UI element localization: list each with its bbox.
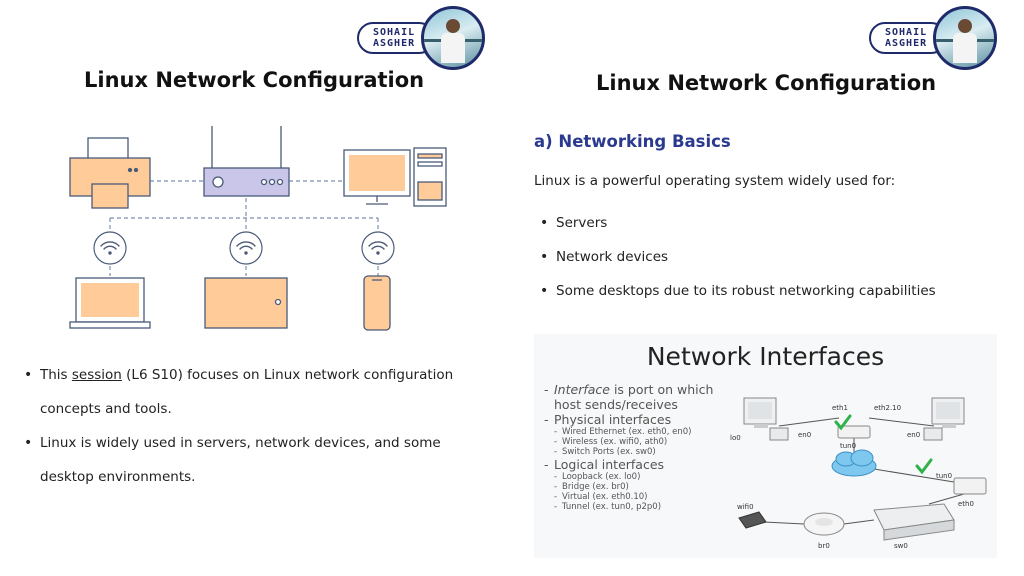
right-bullet-list: Servers Network devices Some desktops du…: [540, 206, 936, 308]
image-title: Network Interfaces: [646, 342, 885, 371]
network-illustration: [69, 126, 447, 331]
author-badge: SOHAIL ASGHER: [357, 6, 486, 70]
group-item: Tunnel (ex. tun0, p2p0): [544, 502, 734, 512]
list-item: Some desktops due to its robust networki…: [540, 274, 936, 308]
left-slide: SOHAIL ASGHER Linux Network Configuratio…: [0, 0, 512, 576]
router-icon: [953, 477, 987, 495]
label-en0-right: en0: [907, 431, 920, 439]
author-first-name: SOHAIL: [373, 27, 416, 38]
label-eth1: eth1: [832, 404, 848, 412]
author-last-name: ASGHER: [373, 38, 416, 49]
interface-definition: Interface is port on which host sends/re…: [544, 382, 734, 412]
group-item: Virtual (ex. eth0.10): [544, 492, 734, 502]
tablet-icon: [204, 277, 288, 329]
list-item: Network devices: [540, 240, 936, 274]
label-br0: br0: [818, 542, 830, 550]
label-en0-left: en0: [798, 431, 811, 439]
slide-title: Linux Network Configuration: [596, 71, 937, 95]
label-tun0-top: tun0: [840, 442, 856, 450]
avatar: [933, 6, 998, 70]
section-heading: a) Networking Basics: [534, 132, 731, 151]
group-item: Wired Ethernet (ex. eth0, en0): [544, 427, 734, 437]
author-first-name: SOHAIL: [885, 27, 928, 38]
laptop-icon: [69, 277, 151, 329]
left-bullet-list: This session (L6 S10) focuses on Linux n…: [24, 358, 494, 494]
interface-types-list: Interface is port on which host sends/re…: [544, 382, 734, 512]
router-icon: [203, 126, 290, 197]
group-item: Switch Ports (ex. sw0): [544, 447, 734, 457]
list-item: Servers: [540, 206, 936, 240]
slide-title: Linux Network Configuration: [84, 68, 425, 92]
label-eth2-10: eth2.10: [874, 404, 901, 412]
intro-text: Linux is a powerful operating system wid…: [534, 173, 896, 189]
session-link[interactable]: session: [71, 367, 122, 383]
label-sw0: sw0: [894, 542, 908, 550]
workstation-icon: [923, 397, 965, 441]
group-heading: Logical interfaces: [544, 457, 734, 472]
author-last-name: ASGHER: [885, 38, 928, 49]
right-slide: SOHAIL ASGHER Linux Network Configuratio…: [512, 0, 1024, 576]
switch-icon: [873, 503, 955, 541]
desktop-computer-icon: [343, 147, 447, 207]
wifi-card-icon: [738, 511, 767, 529]
wifi-icon: [93, 231, 395, 265]
access-point-icon: [803, 512, 845, 536]
network-interfaces-diagram: eth1 eth2.10 lo0 en0 en0 tun0 tun0 eth0 …: [730, 397, 987, 550]
group-item: Loopback (ex. lo0): [544, 472, 734, 482]
group-item: Bridge (ex. br0): [544, 482, 734, 492]
list-item: Linux is widely used in servers, network…: [24, 426, 494, 494]
group-heading: Physical interfaces: [544, 412, 734, 427]
author-badge: SOHAIL ASGHER: [869, 6, 998, 70]
cloud-icon: [831, 449, 877, 477]
check-icon: [834, 414, 933, 475]
label-lo0: lo0: [730, 434, 741, 442]
list-item: This session (L6 S10) focuses on Linux n…: [24, 358, 494, 426]
group-item: Wireless (ex. wifi0, ath0): [544, 437, 734, 447]
avatar: [421, 6, 486, 70]
label-wifi0: wifi0: [737, 503, 754, 511]
router-icon: [837, 425, 871, 439]
smartphone-icon: [363, 275, 391, 331]
network-interfaces-image: Network Interfaces Interface is port on …: [534, 334, 997, 558]
label-tun0-right: tun0: [936, 472, 952, 480]
label-eth0: eth0: [958, 500, 974, 508]
printer-icon: [69, 137, 151, 209]
workstation-icon: [743, 397, 789, 441]
